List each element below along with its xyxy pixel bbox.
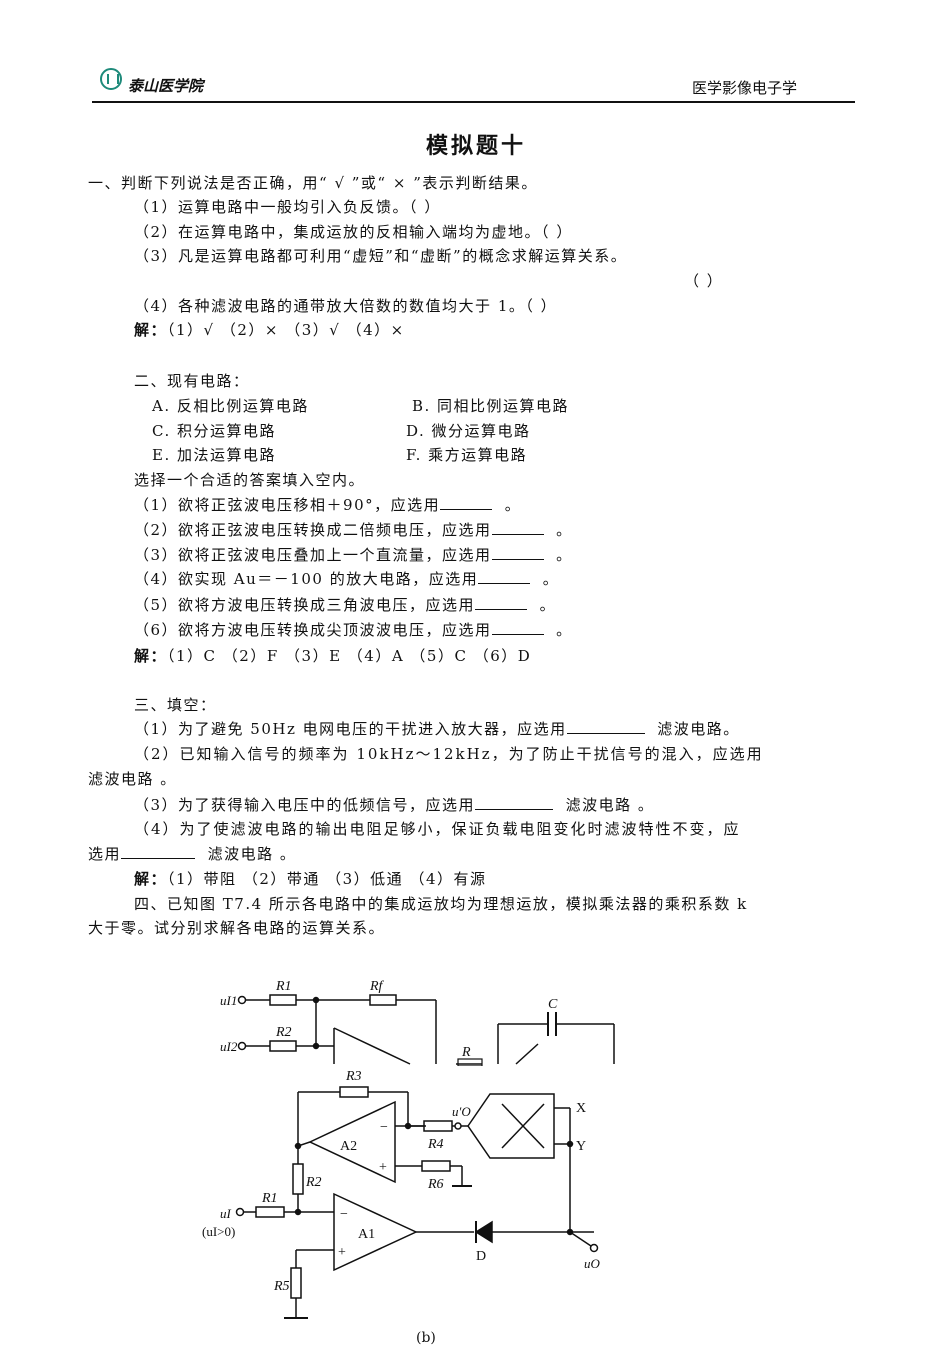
answer-blank[interactable]: [121, 844, 196, 859]
svg-text:A2: A2: [340, 1139, 357, 1154]
svg-text:R1: R1: [275, 979, 292, 994]
q2-item: （3）欲将正弦波电压叠加上一个直流量，应选用 。: [134, 545, 573, 564]
answer-blank[interactable]: [475, 795, 554, 810]
header-rule: [92, 101, 855, 103]
q2-prompt: 选择一个合适的答案填入空内。: [134, 471, 366, 489]
q2-solution: 解：（1）C （2）F （3）E （4）A （5）C （6）D: [134, 645, 531, 666]
q2-item: （1）欲将正弦波电压移相＋90°，应选用 。: [134, 495, 522, 514]
q3-item-cont: 选用 滤波电路 。: [88, 844, 297, 863]
resistor-r1: [269, 994, 297, 1006]
opamp-a1: [333, 1192, 418, 1272]
answer-blank[interactable]: [566, 719, 645, 734]
solution-key: 解：: [134, 647, 168, 665]
svg-text:uI2: uI2: [220, 1039, 238, 1054]
svg-text:A1: A1: [358, 1227, 375, 1242]
resistor-rf: [369, 994, 397, 1006]
page-title: 模拟题十: [425, 133, 526, 159]
svg-text:R2: R2: [275, 1025, 292, 1040]
q2-item: （5）欲将方波电压转换成三角波电压，应选用 。: [134, 595, 557, 614]
svg-text:−: −: [340, 1207, 348, 1222]
svg-text:R4: R4: [427, 1137, 444, 1152]
solution-key: 解：: [134, 321, 168, 339]
resistor-r1: [255, 1206, 285, 1218]
q2-option: A. 反相比例运算电路: [152, 397, 309, 415]
svg-text:uO: uO: [584, 1256, 601, 1271]
svg-text:(uI>0): (uI>0): [202, 1224, 235, 1239]
q1-item: （4）各种滤波电路的通带放大倍数的数值均大于 1。（ ）: [134, 297, 558, 315]
resistor-r4: [423, 1120, 453, 1132]
svg-text:R2: R2: [305, 1175, 322, 1190]
q2-option: B. 同相比例运算电路: [412, 397, 570, 415]
q3-intro: 三、填空：: [134, 696, 217, 714]
solution-text: （1）带阻 （2）带通 （3）低通 （4）有源: [167, 870, 487, 888]
answer-blank[interactable]: [491, 520, 544, 535]
q2-intro: 二、现有电路：: [134, 372, 250, 390]
svg-text:R6: R6: [427, 1177, 444, 1192]
q3-item: （3）为了获得输入电压中的低频信号，应选用 滤波电路 。: [134, 795, 655, 814]
svg-text:uI: uI: [220, 1206, 232, 1221]
circuit-figure-a-fragment: uI1 uI2 R1 R2 Rf R C: [220, 979, 615, 1066]
uo-prime-terminal: [454, 1122, 462, 1130]
circuit-figure-b: R3 A2 − + u′O R4 R6 X Y R2 R1 uI (uI>0) …: [202, 1069, 601, 1319]
svg-text:uI1: uI1: [220, 993, 237, 1008]
uo-terminal: [589, 1243, 599, 1253]
q3-item-cont: 滤波电路 。: [88, 770, 177, 788]
answer-blank[interactable]: [491, 545, 544, 560]
resistor-r6: [421, 1160, 451, 1172]
input-terminal: [237, 995, 247, 1005]
q2-option: F. 乘方运算电路: [406, 446, 528, 464]
q2-option: C. 积分运算电路: [152, 422, 276, 440]
resistor-r3: [339, 1086, 369, 1098]
answer-blank[interactable]: [440, 495, 493, 510]
svg-text:C: C: [548, 997, 558, 1012]
q1-item: （2）在运算电路中，集成运放的反相输入端均为虚地。（ ）: [134, 223, 573, 241]
school-name: 泰山医学院: [128, 77, 204, 95]
opamp-a2: [308, 1100, 396, 1184]
q4-line: 四、已知图 T7.4 所示各电路中的集成运放均为理想运放，模拟乘法器的乘积系数 …: [134, 895, 748, 913]
q2-option: E. 加法运算电路: [152, 446, 276, 464]
input-terminal: [237, 1041, 247, 1051]
q3-item: （1）为了避免 50Hz 电网电压的干扰进入放大器，应选用 滤波电路。: [134, 719, 740, 738]
q2-item: （6）欲将方波电压转换成尖顶波波电压，应选用 。: [134, 620, 573, 639]
svg-text:Y: Y: [576, 1139, 586, 1154]
q1-solution: 解：（1）√ （2）× （3）√ （4）×: [134, 319, 405, 340]
answer-blank[interactable]: [475, 595, 528, 610]
ui-terminal: [235, 1207, 245, 1217]
q1-item: （3）凡是运算电路都可利用“虚短”和“虚断”的概念求解运算关系。: [134, 247, 628, 265]
resistor-r5: [290, 1267, 302, 1299]
solution-text: （1）√ （2）× （3）√ （4）×: [167, 321, 405, 339]
svg-text:Rf: Rf: [369, 979, 385, 994]
answer-blank[interactable]: [478, 569, 531, 584]
solution-text: （1）C （2）F （3）E （4）A （5）C （6）D: [167, 647, 532, 665]
q3-solution: 解：（1）带阻 （2）带通 （3）低通 （4）有源: [134, 868, 487, 889]
svg-text:+: +: [338, 1245, 346, 1260]
q4-line: 大于零。试分别求解各电路的运算关系。: [88, 919, 386, 937]
q1-item: （1）运算电路中一般均引入负反馈。（ ）: [134, 198, 441, 216]
svg-text:R3: R3: [345, 1069, 362, 1084]
q2-option: D. 微分运算电路: [406, 422, 531, 440]
svg-text:−: −: [380, 1120, 388, 1135]
resistor-r2: [292, 1163, 304, 1195]
svg-text:R: R: [461, 1045, 471, 1060]
svg-text:D: D: [476, 1249, 486, 1264]
diode: [474, 1220, 493, 1244]
answer-blank[interactable]: [491, 620, 544, 635]
svg-text:R1: R1: [261, 1191, 278, 1206]
svg-text:+: +: [379, 1160, 387, 1175]
solution-key: 解：: [134, 870, 168, 888]
school-logo-icon: [100, 68, 122, 90]
figure-caption: (b): [416, 1330, 436, 1346]
resistor-r2: [269, 1040, 297, 1052]
svg-text:R5: R5: [273, 1279, 290, 1294]
q1-intro: 一、判断下列说法是否正确，用“ √ ”或“ × ”表示判断结果。: [88, 174, 538, 192]
course-name: 医学影像电子学: [692, 79, 798, 97]
q1-item: （ ）: [684, 272, 724, 290]
svg-text:X: X: [576, 1101, 586, 1116]
q3-item: （2）已知输入信号的频率为 10kHz～12kHz，为了防止干扰信号的混入，应选…: [134, 745, 764, 763]
q3-item: （4）为了使滤波电路的输出电阻足够小，保证负载电阻变化时滤波特性不变，应: [134, 820, 741, 838]
q2-item: （2）欲将正弦波电压转换成二倍频电压，应选用 。: [134, 520, 573, 539]
multiplier: [467, 1093, 555, 1159]
svg-text:u′O: u′O: [452, 1104, 471, 1119]
q2-item: （4）欲实现 Au＝－100 的放大电路，应选用 。: [134, 569, 560, 588]
